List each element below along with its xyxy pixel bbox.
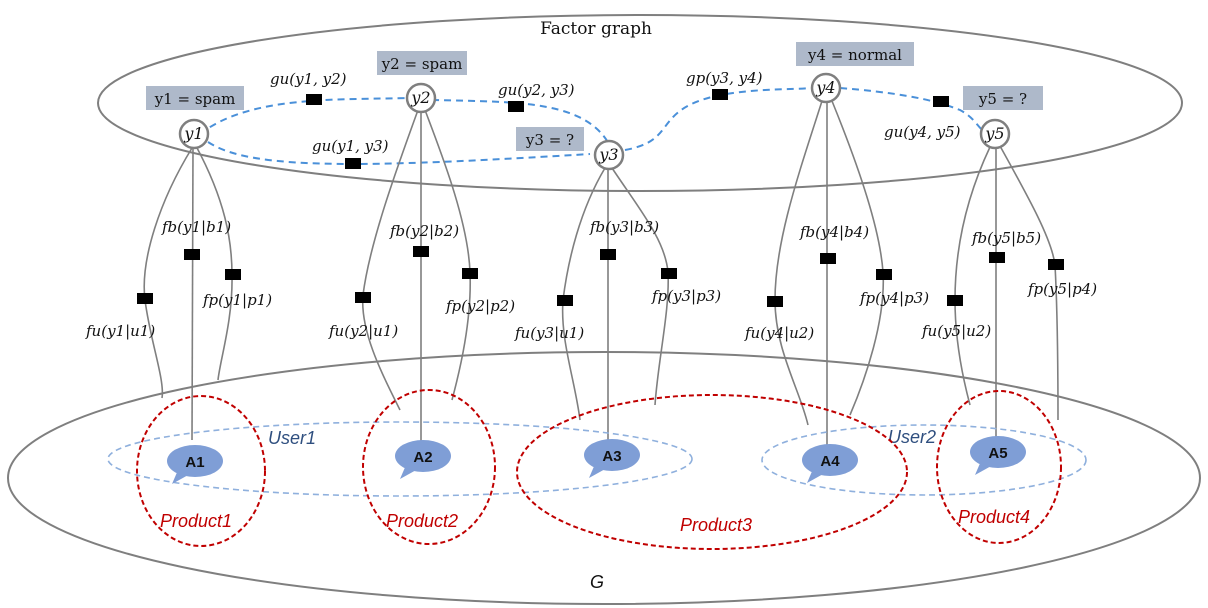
- variable-label-y2: y2: [410, 88, 430, 107]
- factor-graph-title: Factor graph: [540, 19, 652, 39]
- factor-label-fu-y2: fu(y2|u1): [328, 322, 398, 340]
- product-label-4: Product4: [958, 507, 1030, 527]
- variable-node-y1: [178, 118, 210, 150]
- factor-label-fp-y3: fp(y3|p3): [651, 287, 721, 305]
- review-label-a2: A2: [413, 449, 432, 466]
- product-group-3: [516, 394, 908, 550]
- factor-label-fp-y4: fp(y4|p3): [859, 289, 929, 307]
- variable-label-y3: y3: [598, 145, 618, 164]
- factor-label-fu-y4: fu(y4|u2): [744, 324, 814, 342]
- pairwise-edges: [199, 87, 986, 165]
- user-group-2: [761, 424, 1087, 496]
- review-bubble-a3: [584, 439, 640, 471]
- product-label-1: Product1: [160, 511, 232, 531]
- factor-label-fb-y3: fb(y3|b3): [589, 218, 659, 236]
- factor-label-gp-y3-y4: gp(y3, y4): [686, 69, 763, 87]
- review-bubble-a4: [802, 444, 858, 476]
- tag-y3: y3 = ?: [525, 131, 574, 149]
- user-groups: [107, 421, 1087, 497]
- user-label-1: User1: [268, 428, 316, 448]
- edge-y2-y3: [431, 99, 613, 151]
- review-bubble-a2: [395, 440, 451, 472]
- factor-label-fu-y1: fu(y1|u1): [85, 322, 155, 340]
- variable-nodes: [178, 72, 1011, 171]
- unary-factor-squares: [137, 246, 1064, 307]
- review-label-a5: A5: [988, 445, 1007, 462]
- factor-label-fp-y1: fp(y1|p1): [202, 291, 272, 309]
- factor-label-fb-y2: fb(y2|b2): [389, 222, 459, 240]
- product-group-4: [936, 390, 1062, 544]
- factor-label-gu-y1-y3: gu(y1, y3): [312, 137, 389, 155]
- factor-graph-ellipse: [97, 14, 1183, 192]
- factor-label-fb-y5: fb(y5|b5): [971, 229, 1041, 247]
- variable-node-y4: [810, 72, 842, 104]
- review-label-a4: A4: [820, 453, 840, 470]
- factor-label-gu-y2-y3: gu(y2, y3): [498, 81, 575, 99]
- variable-node-y5: [979, 118, 1011, 150]
- variable-tags: [146, 42, 1043, 151]
- tag-y4: y4 = normal: [807, 46, 902, 64]
- variable-node-y3: [593, 139, 625, 171]
- variable-label-y4: y4: [815, 78, 835, 97]
- tag-y2: y2 = spam: [381, 55, 463, 73]
- factor-label-fp-y5: fp(y5|p4): [1027, 280, 1097, 298]
- edge-y1-y3: [207, 141, 591, 165]
- edge-y4-y5: [839, 87, 986, 133]
- review-label-a1: A1: [185, 454, 204, 471]
- factor-label-fb-y4: fb(y4|b4): [799, 223, 869, 241]
- pairwise-factor-squares: [306, 89, 949, 169]
- product-groups: [136, 389, 1062, 550]
- factor-label-fu-y5: fu(y5|u2): [921, 322, 991, 340]
- factor-label-fu-y3: fu(y3|u1): [514, 324, 584, 342]
- edge-y3-y4: [624, 87, 811, 151]
- factor-label-fp-y2: fp(y2|p2): [445, 297, 515, 315]
- tag-y5: y5 = ?: [978, 90, 1027, 108]
- factor-label-gu-y4-y5: gu(y4, y5): [884, 123, 961, 141]
- review-bubbles: [167, 436, 1026, 484]
- product-group-1: [136, 395, 266, 547]
- user-label-2: User2: [888, 427, 936, 447]
- review-bubble-a1: [167, 445, 223, 477]
- review-graph-ellipse: [7, 351, 1201, 605]
- review-bubble-a5: [970, 436, 1026, 468]
- user-group-1: [107, 421, 693, 497]
- review-label-a3: A3: [602, 448, 621, 465]
- variable-label-y1: y1: [183, 124, 203, 143]
- product-group-2: [362, 389, 496, 545]
- graph-g-label: G: [590, 572, 604, 592]
- factor-label-fb-y1: fb(y1|b1): [161, 218, 231, 236]
- variable-label-y5: y5: [984, 124, 1004, 143]
- tag-y1: y1 = spam: [154, 90, 236, 108]
- product-label-2: Product2: [386, 511, 458, 531]
- variable-node-y2: [405, 82, 437, 114]
- factor-label-gu-y1-y2: gu(y1, y2): [270, 70, 347, 88]
- product-label-3: Product3: [680, 515, 752, 535]
